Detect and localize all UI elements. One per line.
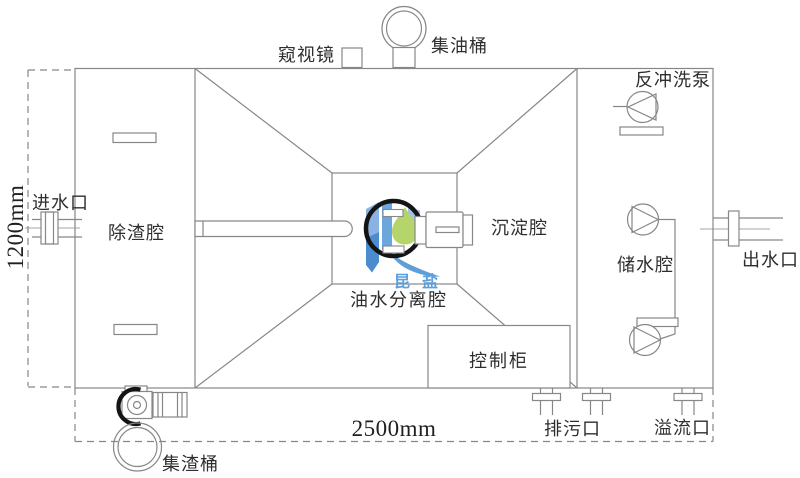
label-sedimentation-chamber: 沉淀腔: [491, 218, 548, 238]
slag-barrel-icon: [112, 422, 163, 472]
oil-barrel-icon: [381, 5, 427, 69]
label-slag-removal-chamber: 除渣腔: [108, 223, 165, 243]
wave-swoosh-icon: [390, 252, 440, 277]
water-droplet-icon: [392, 207, 418, 245]
ring-clamp-tabs: [382, 208, 405, 254]
drain-flange-1: [531, 388, 562, 415]
drain-flange-2: [581, 388, 612, 415]
slag-motor-assembly: [116, 385, 188, 427]
brand-logo-text: 昆盐: [394, 274, 451, 291]
water-inlet-flange: [25, 211, 82, 245]
dimension-height: 1200mm: [3, 184, 28, 270]
label-sight-glass: 窥视镜: [278, 45, 335, 65]
baffle-slot-bottom: [113, 323, 158, 336]
distribution-pipe: [194, 220, 353, 238]
label-overflow-outlet: 溢流口: [654, 418, 711, 438]
label-oil-water-separation-chamber: 油水分离腔: [350, 290, 448, 310]
label-slag-collection-barrel: 集渣桶: [162, 454, 219, 474]
label-water-outlet: 出水口: [742, 250, 799, 270]
label-oil-collection-barrel: 集油桶: [431, 36, 488, 56]
water-outlet-flange: [700, 210, 783, 247]
baffle-slot-top: [112, 132, 157, 144]
overflow-flange: [673, 388, 703, 415]
separator-motor-icon: [414, 211, 474, 249]
label-water-storage-chamber: 储水腔: [617, 255, 674, 275]
dimension-width: 2500mm: [351, 416, 437, 441]
label-water-inlet: 进水口: [32, 193, 89, 213]
control-cabinet-box: [427, 324, 571, 389]
label-backwash-pump: 反冲洗泵: [635, 70, 711, 90]
transfer-pump-icon: [628, 317, 679, 357]
label-drain-outlet: 排污口: [544, 419, 601, 439]
backwash-pump-icon: [613, 90, 664, 136]
sight-glass-icon: [341, 47, 363, 69]
supply-pump-icon: [626, 203, 676, 340]
label-control-cabinet: 控制柜: [469, 351, 529, 371]
